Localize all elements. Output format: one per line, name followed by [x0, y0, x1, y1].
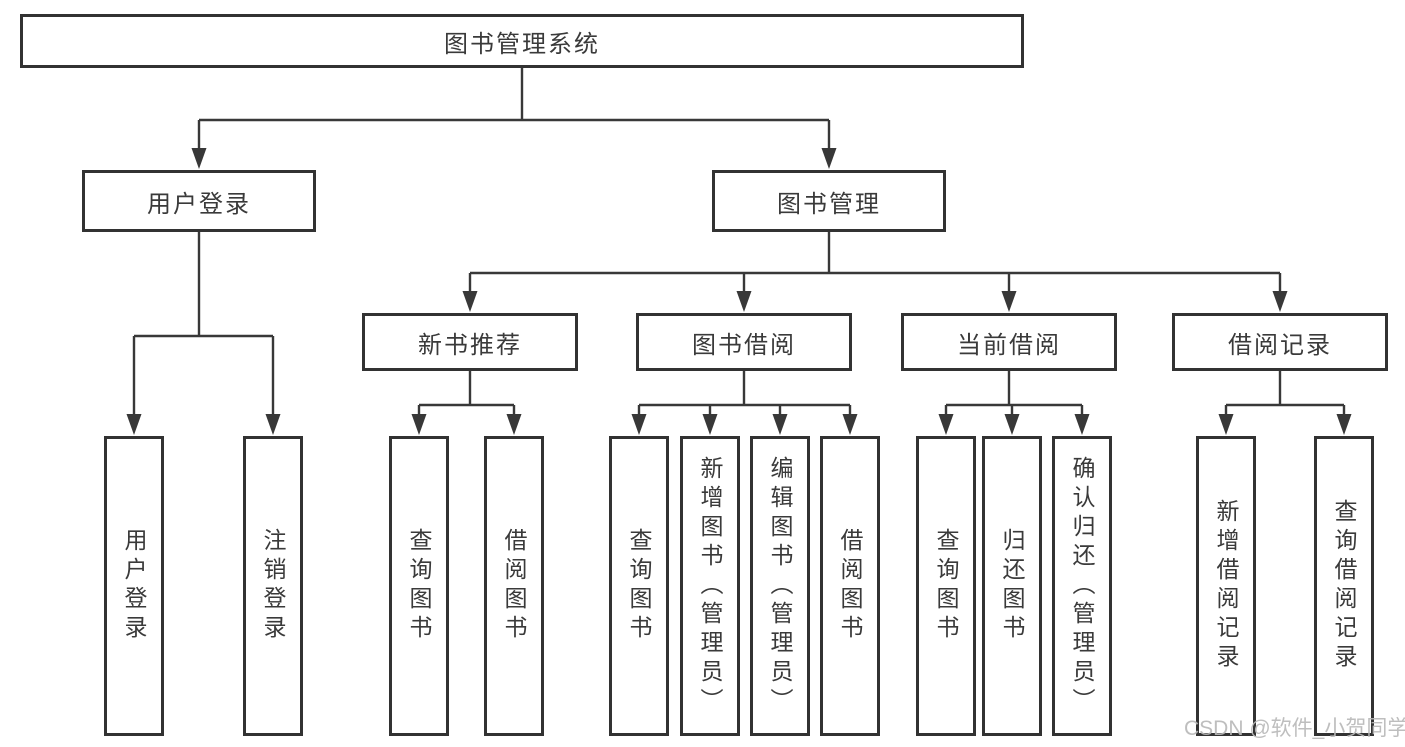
node-book-management: 图书管理 — [712, 170, 946, 232]
arrowheads — [126, 148, 1352, 435]
arrow-down-icon — [1272, 291, 1288, 312]
leaf-query-books-recommend: 查询图书 — [389, 436, 449, 736]
node-book-borrowing: 图书借阅 — [636, 313, 852, 371]
leaf-query-books-borrowing: 查询图书 — [609, 436, 669, 736]
arrow-down-icon — [631, 414, 647, 435]
arrow-down-icon — [411, 414, 427, 435]
leaf-borrow-books-recommend-label: 借阅图书 — [501, 528, 527, 644]
leaf-borrow-books-borrowing: 借阅图书 — [820, 436, 880, 736]
arrow-down-icon — [772, 414, 788, 435]
arrow-down-icon — [736, 291, 752, 312]
arrow-down-icon — [702, 414, 718, 435]
arrow-down-icon — [265, 414, 281, 435]
csdn-watermark: CSDN @软件_小贺同学 — [1184, 717, 1405, 740]
arrow-down-icon — [821, 148, 837, 169]
leaf-logout-label: 注销登录 — [260, 528, 286, 644]
node-current-borrowing: 当前借阅 — [901, 313, 1117, 371]
node-user-login-label: 用户登录 — [147, 190, 251, 218]
leaf-add-book-admin-label: 新增图书（管理员） — [697, 455, 723, 717]
leaf-add-book-admin: 新增图书（管理员） — [680, 436, 740, 736]
leaf-query-borrow-record-label: 查询借阅记录 — [1331, 499, 1357, 673]
arrow-down-icon — [191, 148, 207, 169]
arrow-down-icon — [842, 414, 858, 435]
leaf-edit-book-admin: 编辑图书（管理员） — [750, 436, 810, 736]
leaf-query-books-borrowing-label: 查询图书 — [626, 528, 652, 644]
arrow-down-icon — [462, 291, 478, 312]
leaf-query-books-recommend-label: 查询图书 — [406, 528, 432, 644]
arrow-down-icon — [1074, 414, 1090, 435]
leaf-add-borrow-record: 新增借阅记录 — [1196, 436, 1256, 736]
leaf-confirm-return-admin: 确认归还（管理员） — [1052, 436, 1112, 736]
arrow-down-icon — [938, 414, 954, 435]
arrow-down-icon — [1001, 291, 1017, 312]
arrow-down-icon — [1218, 414, 1234, 435]
leaf-logout: 注销登录 — [243, 436, 303, 736]
node-library-system: 图书管理系统 — [20, 14, 1024, 68]
leaf-user-login: 用户登录 — [104, 436, 164, 736]
node-new-book-recommend: 新书推荐 — [362, 313, 578, 371]
node-borrowing-records: 借阅记录 — [1172, 313, 1388, 371]
arrow-down-icon — [506, 414, 522, 435]
node-library-system-label: 图书管理系统 — [444, 30, 600, 58]
node-current-borrowing-label: 当前借阅 — [957, 331, 1061, 359]
leaf-return-book-label: 归还图书 — [999, 528, 1025, 644]
arrow-down-icon — [1336, 414, 1352, 435]
node-new-book-recommend-label: 新书推荐 — [418, 331, 522, 359]
node-user-login: 用户登录 — [82, 170, 316, 232]
leaf-query-borrow-record: 查询借阅记录 — [1314, 436, 1374, 736]
arrow-down-icon — [1004, 414, 1020, 435]
node-book-management-label: 图书管理 — [777, 190, 881, 218]
leaf-add-borrow-record-label: 新增借阅记录 — [1213, 499, 1239, 673]
leaf-query-books-current-label: 查询图书 — [933, 528, 959, 644]
leaf-confirm-return-admin-label: 确认归还（管理员） — [1069, 455, 1095, 717]
leaf-edit-book-admin-label: 编辑图书（管理员） — [767, 455, 793, 717]
leaf-user-login-label: 用户登录 — [121, 528, 147, 644]
leaf-borrow-books-borrowing-label: 借阅图书 — [837, 528, 863, 644]
leaf-query-books-current: 查询图书 — [916, 436, 976, 736]
leaf-borrow-books-recommend: 借阅图书 — [484, 436, 544, 736]
node-borrowing-records-label: 借阅记录 — [1228, 331, 1332, 359]
leaf-return-book: 归还图书 — [982, 436, 1042, 736]
arrow-down-icon — [126, 414, 142, 435]
node-book-borrowing-label: 图书借阅 — [692, 331, 796, 359]
connector-lines — [132, 68, 1346, 416]
